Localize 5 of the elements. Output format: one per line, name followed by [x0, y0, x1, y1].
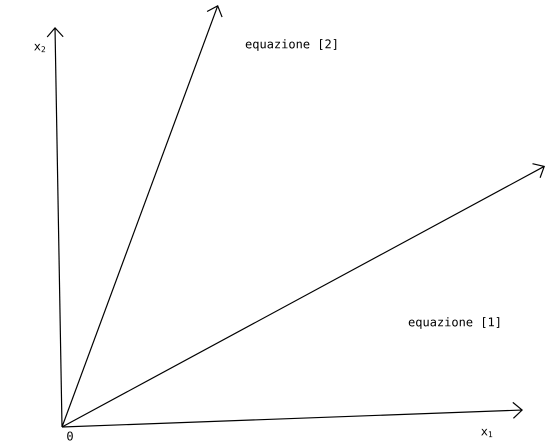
- line-label: equazione [1]: [408, 317, 500, 329]
- line-label: equazione [2]: [246, 39, 336, 51]
- axis-label: x$_{2}$: [34, 44, 46, 52]
- origin-label: 0: [67, 431, 73, 441]
- axis-label: x$_{1}$: [481, 428, 492, 438]
